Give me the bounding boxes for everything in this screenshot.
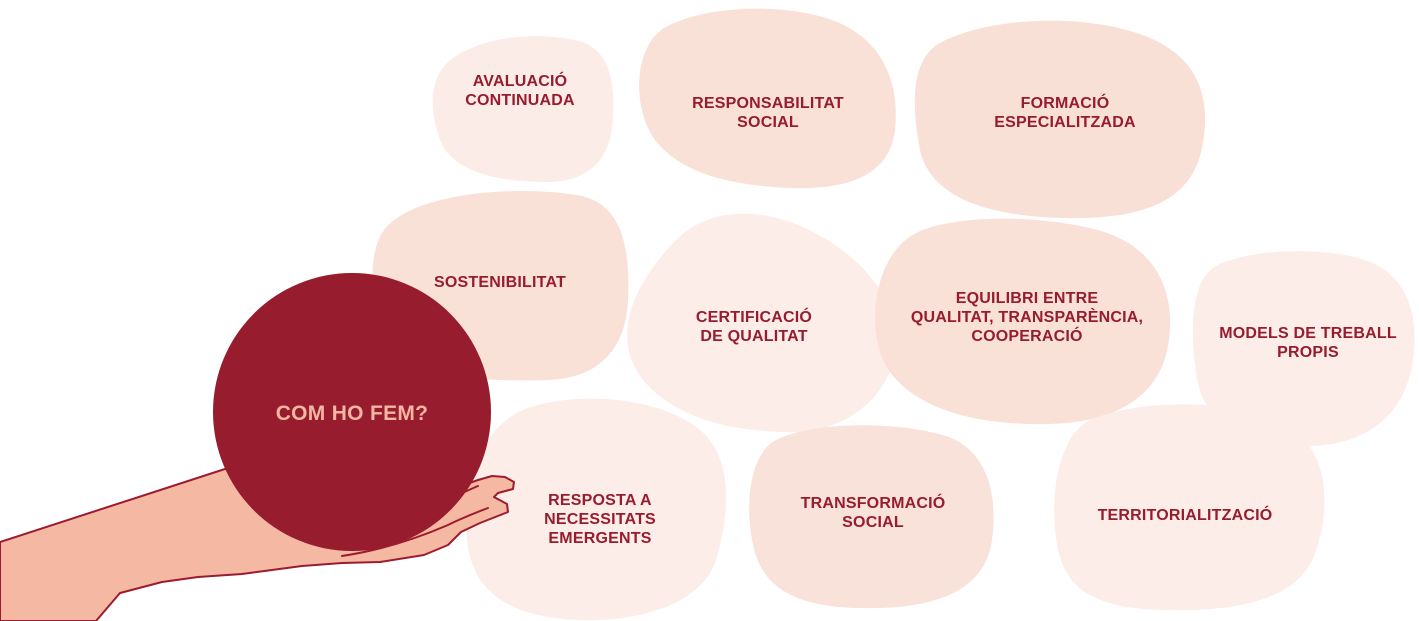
thumb-line: [299, 519, 361, 529]
blob-label-line: RESPONSABILITAT: [692, 95, 844, 112]
blob-resposta: [466, 398, 727, 621]
blob-label-line: MODELS DE TREBALL: [1219, 325, 1397, 342]
blob-label-line: PROPIS: [1277, 344, 1339, 361]
blob-label-line: SOSTENIBILITAT: [434, 274, 566, 291]
blob-models: [1192, 251, 1415, 447]
blob-label-certificacio: CERTIFICACIÓ DE QUALITAT: [696, 307, 812, 345]
blob-label-line: SOCIAL: [842, 514, 904, 531]
blob-label-line: ESPECIALITZADA: [994, 114, 1136, 131]
blob-label-line: TERRITORIALITZACIÓ: [1098, 505, 1273, 524]
blob-equilibri: [875, 218, 1171, 425]
center-circle-group: COM HO FEM?: [213, 273, 491, 551]
blob-formacio: [914, 20, 1206, 219]
blob-transformacio: [749, 425, 994, 609]
blob-label-sostenibilitat: SOSTENIBILITAT: [434, 274, 566, 291]
blob-label-formacio: FORMACIÓ ESPECIALITZADA: [994, 93, 1136, 131]
blob-label-line: EMERGENTS: [548, 530, 651, 547]
blob-label-line: EQUILIBRI ENTRE: [956, 290, 1099, 307]
blob-certificacio: [627, 213, 897, 432]
hand-fingers: [299, 485, 489, 557]
blob-responsabilitat: [639, 8, 896, 189]
blob-label-line: RESPOSTA A: [548, 492, 652, 509]
blob-label-line: SOCIAL: [737, 114, 799, 131]
blob-label-avaluacio: AVALUACIÓ CONTINUADA: [465, 71, 575, 109]
blob-label-line: DE QUALITAT: [700, 328, 807, 345]
labels-layer: AVALUACIÓ CONTINUADA RESPONSABILITAT SOCIAL…: [434, 71, 1397, 547]
blob-label-responsabilitat: RESPONSABILITAT SOCIAL: [692, 95, 844, 131]
blob-label-territorialitzacio: TERRITORIALITZACIÓ: [1098, 505, 1273, 524]
finger-line-2: [341, 507, 489, 557]
blob-label-line: QUALITAT, TRANSPARÈNCIA,: [911, 307, 1143, 326]
center-circle: [213, 273, 491, 551]
blob-label-line: TRANSFORMACIÓ: [801, 493, 946, 512]
blob-label-line: AVALUACIÓ: [473, 71, 568, 90]
finger-line-1: [337, 485, 479, 542]
blob-label-line: NECESSITATS: [544, 511, 656, 528]
blob-label-line: FORMACIÓ: [1021, 93, 1110, 112]
blobs-layer: [372, 8, 1415, 621]
blob-label-transformacio: TRANSFORMACIÓ SOCIAL: [801, 493, 946, 531]
blob-label-line: CONTINUADA: [465, 92, 575, 109]
blob-avaluacio: [432, 36, 614, 183]
blob-label-resposta: RESPOSTA A NECESSITATS EMERGENTS: [544, 492, 656, 547]
blob-territorialitzacio: [1054, 404, 1325, 611]
center-label: COM HO FEM?: [276, 402, 429, 425]
blob-label-line: COOPERACIÓ: [971, 326, 1082, 345]
blob-label-line: CERTIFICACIÓ: [696, 307, 812, 326]
blob-label-models: MODELS DE TREBALL PROPIS: [1219, 325, 1397, 361]
